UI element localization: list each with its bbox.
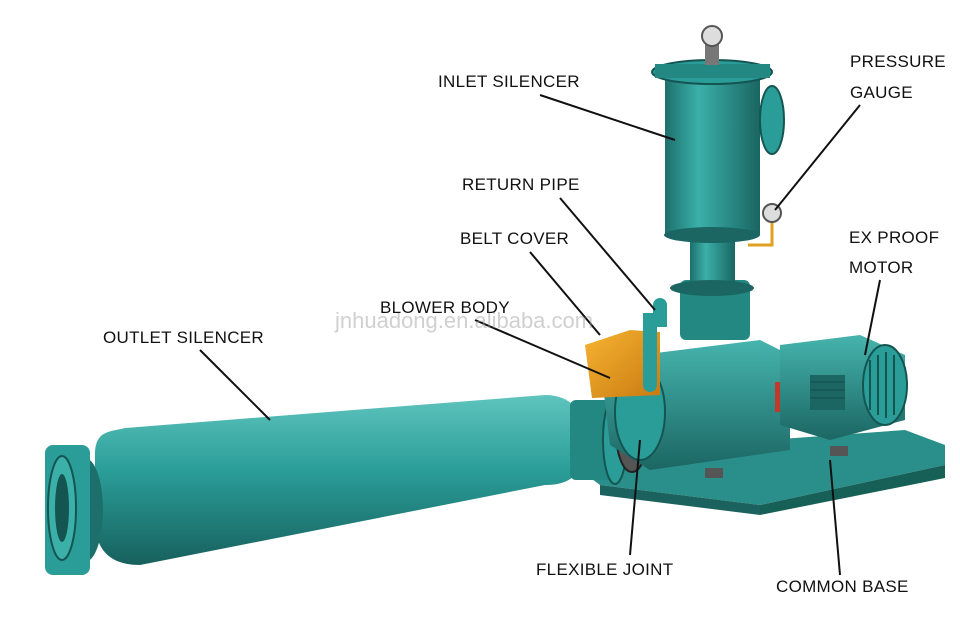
leader-belt-cover	[529, 251, 601, 336]
label-ex-proof-motor-line1: EX PROOF	[849, 228, 940, 247]
label-outlet-silencer: OUTLET SILENCER	[103, 328, 265, 347]
watermark-text: jnhuadong.en.alibaba.com	[335, 308, 594, 333]
label-pressure-gauge-line1: PRESSURE	[850, 52, 946, 71]
inlet-silencer	[651, 25, 785, 243]
leader-outlet-silencer	[199, 349, 271, 421]
label-return-pipe: RETURN PIPE	[462, 175, 580, 194]
label-pressure-gauge-line2: GAUGE	[850, 83, 913, 102]
leader-blower-body	[474, 319, 611, 379]
return-pipe	[643, 298, 667, 392]
outlet-silencer	[45, 395, 628, 575]
leader-common-base	[829, 459, 841, 576]
belt-cover	[585, 330, 660, 398]
inlet-column	[670, 232, 754, 340]
leader-ex-proof-motor	[864, 279, 881, 356]
leader-lines	[199, 94, 881, 576]
leader-flexible-joint	[629, 439, 641, 556]
leader-inlet-silencer	[539, 94, 676, 141]
label-belt-cover: BELT COVER	[460, 229, 570, 248]
label-ex-proof-motor-line2: MOTOR	[849, 258, 914, 277]
leader-return-pipe	[559, 197, 656, 311]
label-flexible-joint: FLEXIBLE JOINT	[536, 560, 674, 579]
leader-pressure-gauge	[774, 104, 861, 211]
label-inlet-silencer: INLET SILENCER	[438, 72, 580, 91]
label-common-base: COMMON BASE	[776, 577, 909, 596]
label-blower-body: BLOWER BODY	[380, 298, 510, 317]
ex-proof-motor	[780, 335, 908, 440]
